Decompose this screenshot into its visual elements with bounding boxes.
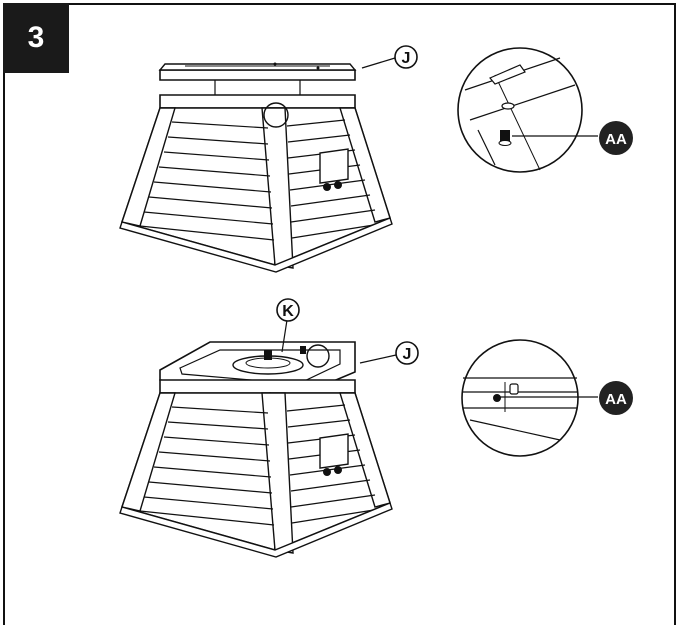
page-border (3, 3, 676, 625)
step-number-badge: 3 (3, 3, 69, 73)
label-j-top: J (402, 50, 411, 67)
label-k: K (282, 303, 294, 320)
bottom-assembly (119, 341, 393, 558)
label-aa-top: AA (605, 131, 627, 148)
callout-j-bottom: J (359, 341, 419, 365)
callout-aa-bottom-bubble (599, 381, 633, 415)
label-j-bottom: J (403, 346, 412, 363)
callout-aa-top-bubble (599, 121, 633, 155)
callout-k: K (276, 298, 300, 353)
bottom-detail-view: AA (461, 339, 633, 457)
top-detail-view: AA (457, 47, 633, 173)
callout-j-top: J (361, 45, 418, 69)
label-aa-bottom: AA (605, 391, 627, 408)
top-assembly (119, 62, 393, 273)
